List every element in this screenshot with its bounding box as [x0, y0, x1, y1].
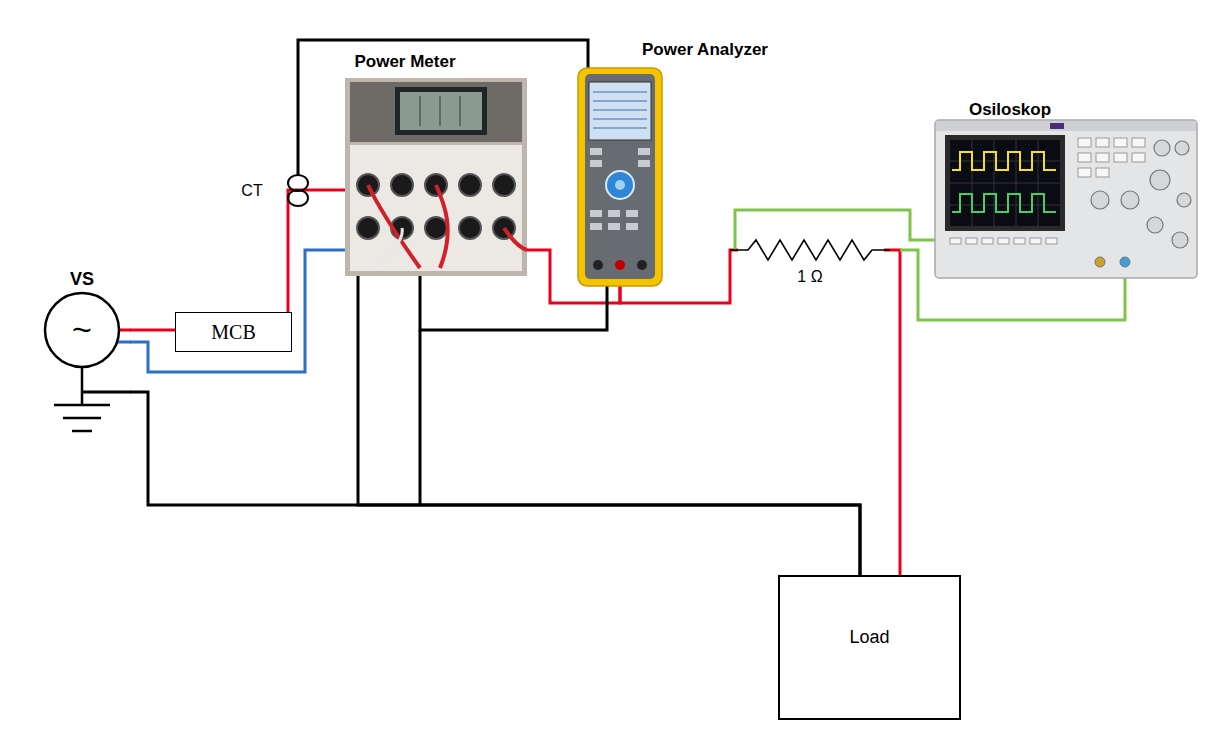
meter-top	[350, 82, 522, 142]
power-analyzer-photo	[578, 68, 662, 286]
ct-label: CT	[241, 182, 262, 200]
ct-coil-lower	[288, 190, 308, 206]
wire	[620, 250, 900, 575]
wire	[130, 392, 860, 575]
ground-bar	[72, 430, 92, 433]
analyzer-jack	[615, 260, 625, 270]
meter-display	[400, 92, 482, 130]
source-circle	[45, 293, 119, 367]
mcb-label: MCB	[211, 321, 255, 344]
photo-frame	[345, 78, 527, 276]
yellow-trace	[952, 152, 1056, 170]
source-label: VS	[70, 269, 94, 290]
analyzer-jack	[593, 260, 603, 270]
meter-panel	[350, 145, 522, 271]
device-heading: Power Meter	[354, 52, 455, 72]
analyzer-screen	[589, 82, 651, 140]
ac-source: VS ~	[40, 268, 130, 443]
load-label: Load	[849, 627, 889, 648]
meter-display-bezel	[395, 87, 487, 135]
scope-logo	[1050, 123, 1064, 129]
scope-grid	[950, 140, 1060, 226]
ac-symbol: ~	[72, 310, 92, 349]
scope-input	[1095, 257, 1105, 267]
scope-input	[1120, 257, 1130, 267]
analyzer-jack	[637, 260, 647, 270]
ground-bar	[54, 404, 110, 407]
ground-symbol	[54, 367, 131, 431]
analyzer-buttons	[590, 148, 650, 230]
scope-bezel	[945, 135, 1065, 231]
wire	[358, 276, 860, 575]
ct-coil-upper	[288, 175, 308, 191]
display-line	[439, 96, 441, 126]
screen-lines	[593, 92, 647, 128]
ct-label: CT	[241, 182, 262, 200]
ground-stem	[81, 367, 84, 405]
meter-lead	[419, 330, 422, 505]
analyzer-dial	[606, 171, 634, 199]
resistor-symbol	[730, 240, 890, 260]
device-heading: Power Analyzer	[642, 40, 768, 60]
meter-cable	[372, 228, 402, 270]
neutral-stub	[82, 391, 131, 394]
blue-stub	[117, 341, 131, 344]
resistor-value: 1 Ω	[797, 268, 822, 286]
analyzer-face	[585, 74, 655, 279]
phase-stub	[119, 329, 131, 332]
wire	[130, 250, 345, 372]
load-box: Load	[778, 575, 961, 720]
wire	[130, 329, 175, 332]
ct-coil	[288, 175, 308, 206]
power-analyzer: Power Analyzer	[578, 36, 810, 286]
scope-buttons	[950, 138, 1145, 244]
scope-knobs	[1091, 140, 1191, 248]
scope-screen	[950, 140, 1060, 226]
analyzer-dial-center	[615, 180, 625, 190]
oscilloscope: Osiloskop	[935, 100, 1197, 278]
display-line	[459, 96, 461, 126]
resistor-patch	[738, 236, 884, 263]
analyzer-case	[578, 68, 662, 286]
power-meter-photo	[345, 78, 527, 276]
scope-body	[935, 120, 1197, 278]
power-meter: Power Meter	[345, 48, 527, 276]
device-heading: Osiloskop	[969, 100, 1051, 120]
meter-cables	[368, 185, 527, 268]
scope-top-band	[936, 121, 1196, 131]
oscilloscope-photo	[935, 120, 1197, 278]
display-line	[419, 96, 421, 126]
resistor-value: 1 Ω	[797, 268, 822, 286]
wire	[420, 276, 607, 330]
mcb-box: MCB	[175, 312, 292, 352]
green-trace	[952, 194, 1056, 212]
ground-bar	[63, 417, 101, 420]
